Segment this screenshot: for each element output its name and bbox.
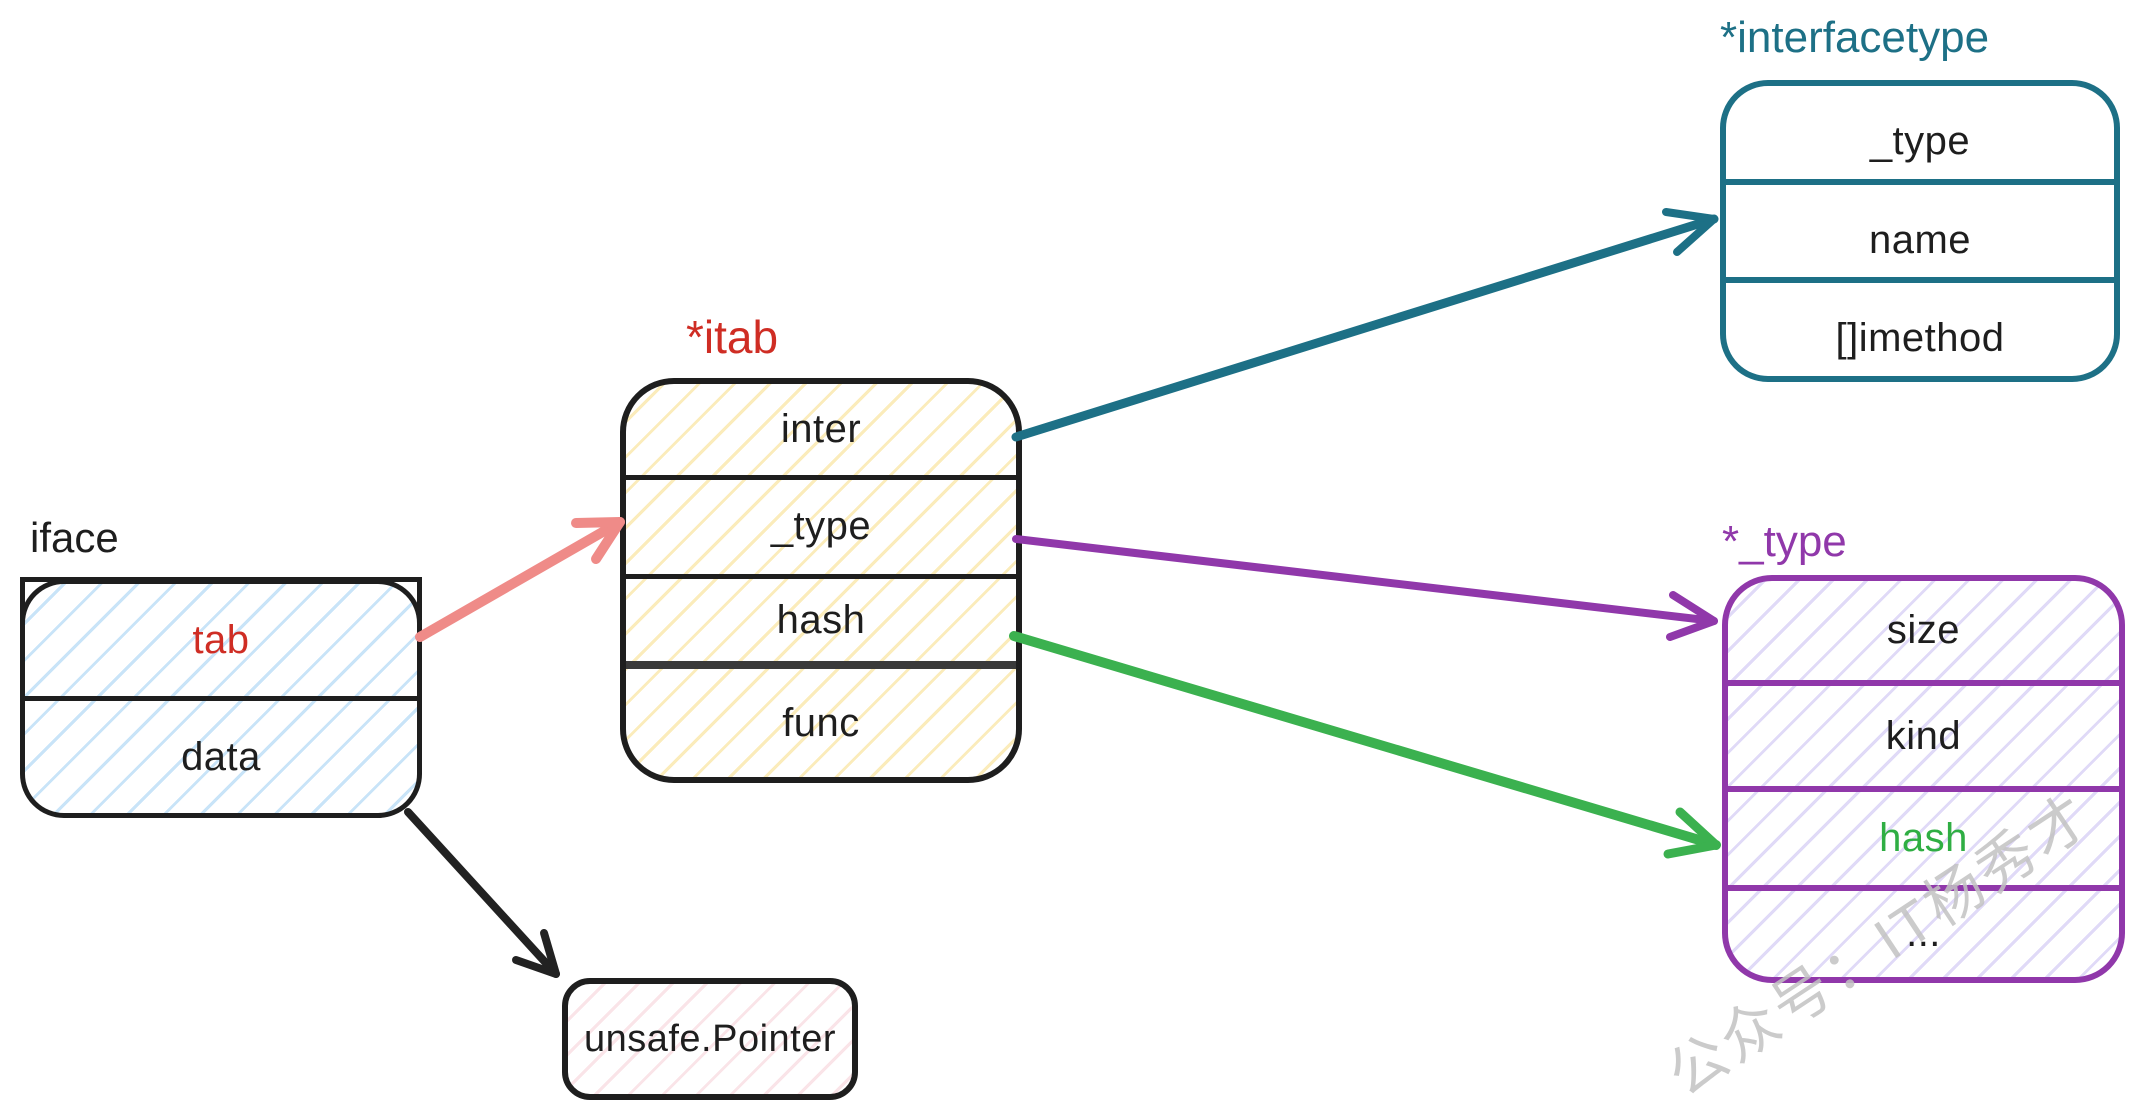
itab-field-inter: inter: [780, 406, 862, 451]
arrow-data-to-unsafe-pointer: [404, 808, 560, 978]
itab-field-func: func: [626, 661, 1016, 777]
interfacetype-field-type: _type: [1869, 118, 1971, 163]
itab-field-hash: hash: [626, 573, 1016, 662]
arrow-inter-to-interfacetype: [1011, 208, 1719, 442]
interfacetype-field-imethod: []imethod: [1726, 277, 2114, 376]
interfacetype-struct-box: _type name []imethod: [1720, 80, 2120, 382]
itab-struct-box: inter _type hash func: [620, 378, 1022, 783]
unsafe-pointer-box: unsafe.Pointer: [562, 978, 858, 1100]
type-field-hash: hash: [1728, 786, 2119, 885]
type-struct-box: size kind hash ...: [1722, 575, 2125, 983]
type-field-size: size: [1886, 608, 1961, 653]
arrow-tab-to-itab: [415, 517, 625, 642]
interfacetype-field-name: name: [1726, 178, 2114, 278]
iface-title: iface: [30, 514, 119, 561]
interfacetype-title: *interfacetype: [1720, 13, 1990, 62]
itab-field-type: _type: [626, 474, 1016, 574]
iface-field-data: data: [25, 696, 417, 813]
iface-struct-box: tab data: [20, 579, 422, 818]
type-field-kind: kind: [1728, 680, 2119, 786]
type-field-ellipsis: ...: [1728, 884, 2119, 977]
type-title: *_type: [1722, 517, 1847, 566]
arrow-type-to-type-struct: [1012, 535, 1718, 641]
itab-title: *itab: [686, 311, 779, 363]
arrow-hash-to-type-hash: [1009, 631, 1721, 859]
unsafe-pointer-label: unsafe.Pointer: [583, 1017, 837, 1060]
iface-field-tab: tab: [192, 617, 250, 662]
